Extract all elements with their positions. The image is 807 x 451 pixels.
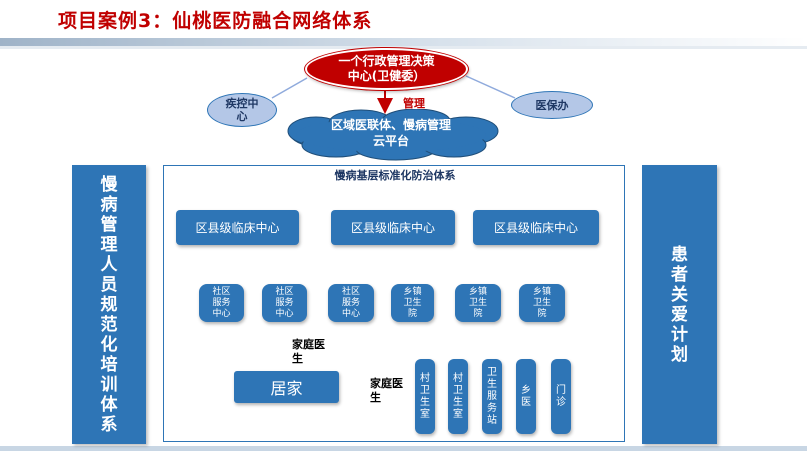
decision-center-node: 一个行政管理决策 中心(卫健委） (305, 48, 468, 90)
header-divider (0, 38, 807, 46)
cdc-line2: 心 (236, 110, 248, 123)
family-doctor-2-line1: 家庭医 (370, 377, 403, 390)
township-hospital-3-label: 乡镇卫生院 (532, 286, 551, 319)
outpatient-label: 门诊 (556, 384, 566, 408)
village-clinic-2-label: 村卫生室 (453, 372, 463, 420)
rural-doctor: 乡医 (516, 359, 536, 434)
township-hospital-1-label: 乡镇卫生院 (403, 286, 422, 319)
training-system-panel: 慢病管理人员规范化培训体系 (72, 165, 146, 444)
health-station: 卫生服务站 (482, 359, 502, 434)
township-hospital-3: 乡镇卫生院 (519, 284, 565, 322)
township-hospital-2-label: 乡镇卫生院 (468, 286, 487, 319)
family-doctor-label-1: 家庭医 生 (292, 338, 325, 366)
community-center-3-label: 社区服务中心 (341, 286, 360, 319)
page-title: 项目案例3：仙桃医防融合网络体系 (58, 10, 373, 32)
cloud-line2: 云平台 (372, 134, 409, 148)
training-system-label: 慢病管理人员规范化培训体系 (100, 174, 118, 435)
family-doctor-1-line2: 生 (292, 352, 303, 365)
clinical-center-3: 区县级临床中心 (473, 210, 599, 245)
system-title: 慢病基层标准化防治体系 (334, 169, 456, 182)
community-center-2-label: 社区服务中心 (275, 286, 294, 319)
patient-care-panel: 患者关爱计划 (642, 165, 717, 444)
township-hospital-2: 乡镇卫生院 (455, 284, 501, 322)
rural-doctor-label: 乡医 (521, 384, 531, 408)
manage-label: 管理 (403, 97, 425, 110)
community-center-1-label: 社区服务中心 (212, 286, 231, 319)
insurance-office-node: 医保办 (511, 91, 593, 119)
clinical-center-2: 区县级临床中心 (331, 210, 455, 245)
community-center-1: 社区服务中心 (199, 284, 244, 322)
footer-divider (0, 446, 807, 451)
cdc-line1: 疾控中 (225, 97, 259, 110)
family-doctor-2-line2: 生 (370, 391, 381, 404)
outpatient: 门诊 (551, 359, 571, 434)
decision-center-line2: 中心(卫健委） (347, 69, 426, 83)
clinical-center-1: 区县级临床中心 (176, 210, 299, 245)
link-to-cdc (271, 77, 308, 99)
family-doctor-label-2: 家庭医 生 (370, 377, 403, 405)
cloud-line1: 区域医联体、慢病管理 (330, 118, 451, 132)
insurance-office-label: 医保办 (535, 99, 569, 112)
link-to-insurance (465, 75, 516, 99)
village-clinic-2: 村卫生室 (448, 359, 468, 434)
patient-care-label: 患者关爱计划 (671, 244, 688, 365)
cloud-platform-shape (287, 109, 499, 161)
home-box: 居家 (234, 371, 339, 403)
family-doctor-1-line1: 家庭医 (292, 338, 325, 351)
decision-center-line1: 一个行政管理决策 (338, 54, 435, 68)
cdc-node: 疾控中 心 (207, 93, 277, 127)
community-center-2: 社区服务中心 (262, 284, 307, 322)
township-hospital-1: 乡镇卫生院 (391, 284, 434, 322)
health-station-label: 卫生服务站 (487, 366, 497, 426)
cloud-platform-label: 区域医联体、慢病管理 云平台 (296, 117, 486, 149)
village-clinic-1-label: 村卫生室 (420, 372, 430, 420)
community-center-3: 社区服务中心 (328, 284, 374, 322)
village-clinic-1: 村卫生室 (415, 359, 435, 434)
